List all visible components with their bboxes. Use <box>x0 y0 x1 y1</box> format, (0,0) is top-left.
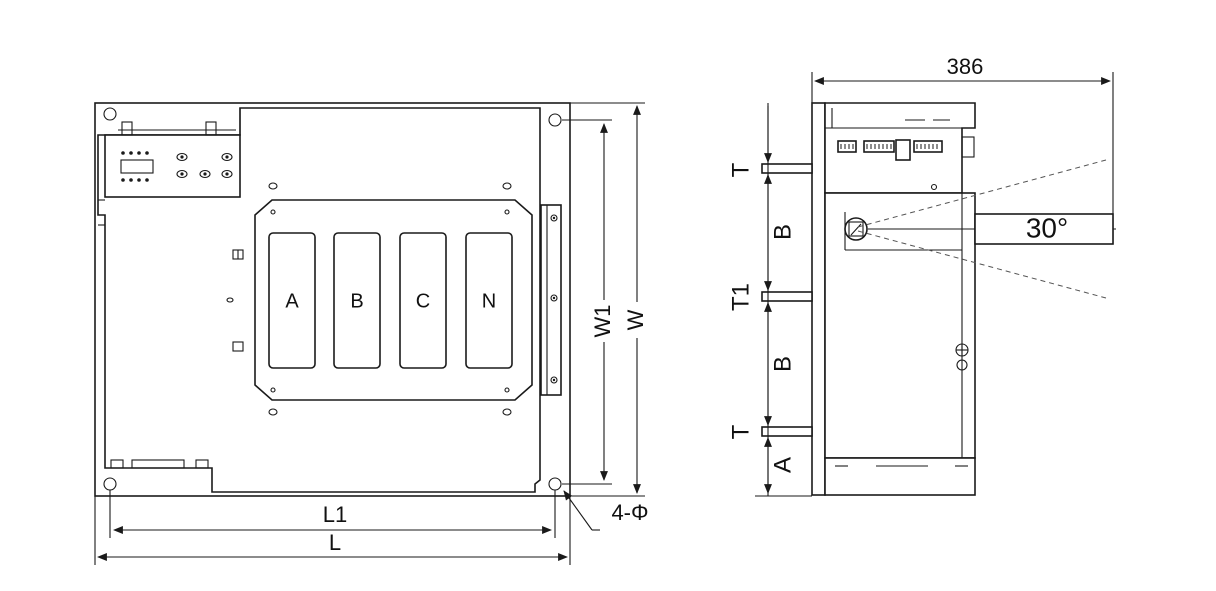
pole-window-n <box>465 232 513 369</box>
dim-label-w1: W1 <box>590 305 615 338</box>
dim-label-spacing-lower: B <box>769 356 796 372</box>
pole-label-b: B <box>350 290 363 312</box>
mount-hole-bottom-right <box>548 477 562 491</box>
handle-hub <box>844 217 868 241</box>
terminal-mid <box>761 291 813 302</box>
dim-label-l: L <box>329 530 341 555</box>
pole-label-n: N <box>482 290 496 312</box>
pole-window-a <box>268 232 316 369</box>
pole-housing <box>254 199 533 401</box>
side-main-body <box>824 192 976 459</box>
rotation-line-upper <box>857 159 1107 228</box>
dim-label-w: W <box>623 309 648 330</box>
side-view <box>761 102 1116 496</box>
display-screen <box>120 159 154 174</box>
terminal-top <box>761 163 813 174</box>
dim-label-offset-bottom: A <box>769 457 796 473</box>
rotation-line-lower <box>857 230 1107 299</box>
angle-box <box>974 213 1114 245</box>
pole-window-c <box>399 232 447 369</box>
mount-hole-top-left <box>103 107 117 121</box>
front-dimensions: W1 W L1 L 4-Φ <box>94 102 651 565</box>
pole-label-c: C <box>416 290 430 312</box>
pole-window-b <box>333 232 381 369</box>
mount-hole-bottom-left <box>103 477 117 491</box>
front-view: A B C N <box>94 102 571 497</box>
switch-body <box>97 107 541 493</box>
dim-label-angle: 30° <box>1026 212 1068 243</box>
dim-label-depth: 386 <box>947 54 984 79</box>
side-bracket <box>540 204 562 396</box>
dim-label-terminal-bottom: T <box>727 424 754 439</box>
controller-panel <box>104 134 241 198</box>
terminal-bottom <box>761 426 813 437</box>
dim-label-spacing-upper: B <box>769 224 796 240</box>
pole-label-a: A <box>285 290 299 312</box>
dim-label-terminal-mid: T1 <box>727 283 754 311</box>
dim-label-l1: L1 <box>323 502 347 527</box>
side-dimensions: 386 30° T B T1 B T A <box>727 54 1114 497</box>
side-bottom-base <box>824 457 976 496</box>
mount-hole-top-right <box>548 113 562 127</box>
base-plate <box>94 102 571 497</box>
leader-holes <box>563 490 593 531</box>
dim-label-holes: 4-Φ <box>611 500 648 525</box>
side-mount-plate <box>811 102 826 496</box>
dim-label-terminal-top: T <box>727 162 754 177</box>
